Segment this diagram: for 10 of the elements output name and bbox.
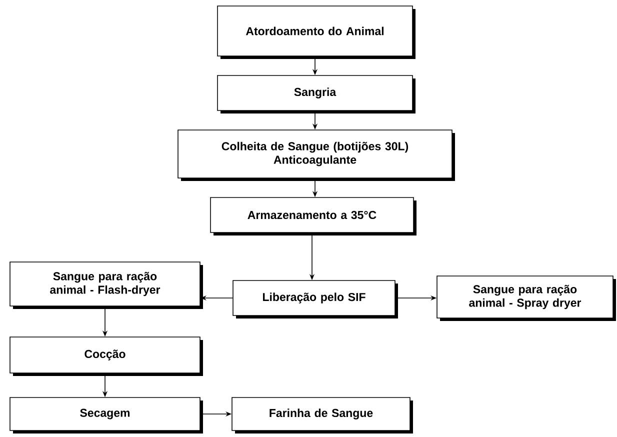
process-box: Liberação pelo SIF	[232, 280, 398, 318]
process-box: Cocção	[10, 336, 203, 376]
process-box: Sangue para ração animal - Flash-dryer	[10, 262, 203, 309]
process-box: Secagem	[10, 397, 203, 434]
process-box: Sangue para ração animal - Spray dryer	[436, 276, 616, 321]
process-box: Sangria	[217, 75, 416, 114]
process-box: Farinha de Sangue	[232, 397, 413, 434]
process-box: Atordoamento do Animal	[217, 6, 416, 59]
process-box: Armazenamento a 35°C	[210, 197, 416, 236]
process-box: Colheita de Sangue (botijões 30L) Anticoagulante	[178, 130, 455, 181]
